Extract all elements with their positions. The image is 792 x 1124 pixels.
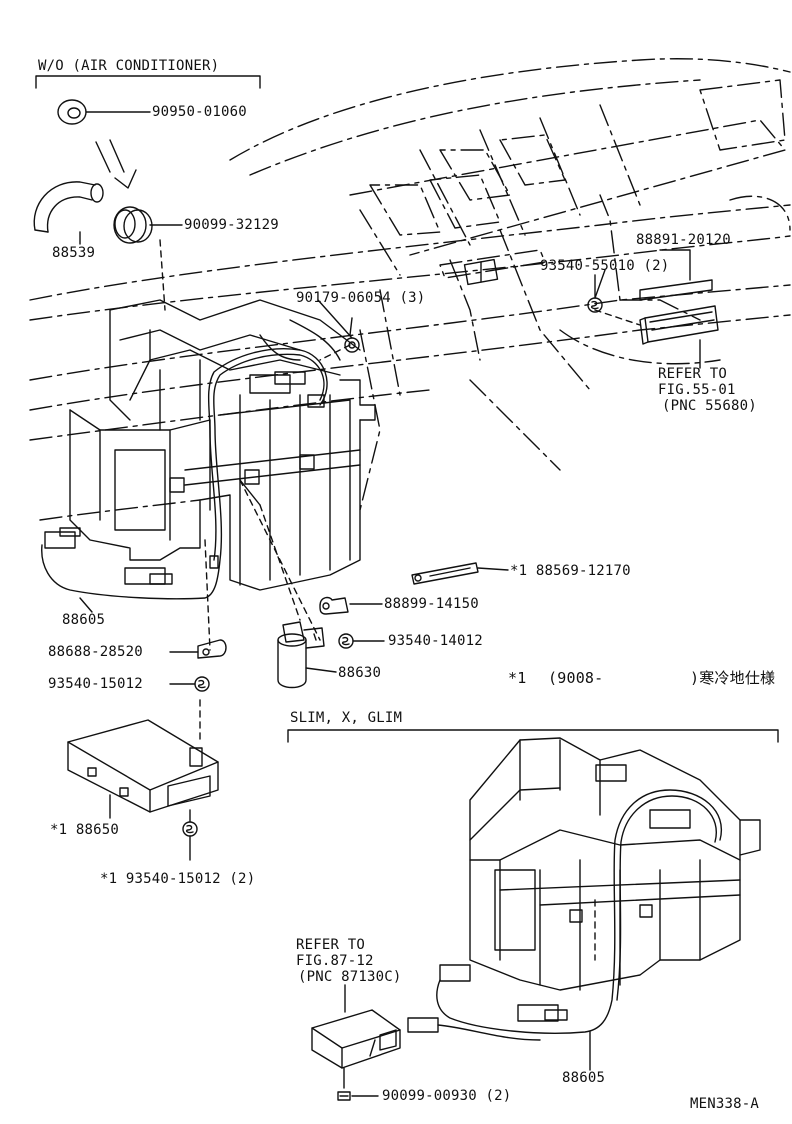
part-label-90950-01060: 90950-01060 [152,104,247,120]
part-label-90099-32129: 90099-32129 [184,217,279,233]
amplifier-88650 [67,719,219,819]
wire-harness-main [41,348,328,600]
clip-88899 [319,596,383,615]
part-label-88539: 88539 [52,245,96,261]
reference-fig55-line1: REFER TO [658,366,728,382]
leader-dashes [159,239,641,961]
part-label-88569-12170: *1 88569-12170 [510,563,631,579]
heater-unit-main [69,299,376,591]
heater-unit-slim [469,737,761,991]
part-label-88605-slim: 88605 [562,1070,606,1086]
part-label-93540-55010: 93540-55010 (2) [540,258,670,274]
panel-88891 [639,249,713,301]
section-label-slim: SLIM, X, GLIM [290,710,403,726]
clamp-88569 [411,562,509,585]
note-prefix: *1 [508,669,527,687]
reference-fig87-line2: FIG.87-12 [296,953,374,969]
reference-fig87-line3: (PNC 87130C) [298,969,402,985]
section-label-wo-ac: W/O (AIR CONDITIONER) [38,58,220,74]
control-panel-module [639,305,719,369]
section-bracket-wo-ac [35,75,261,89]
part-label-93540-15012: 93540-15012 [48,676,143,692]
wire-harness-slim [407,764,723,1071]
sensor-88630 [277,621,337,689]
part-label-90179-06054: 90179-06054 (3) [296,290,426,306]
note-date-range: (9008- [548,669,604,687]
part-label-88650: *1 88650 [50,822,120,838]
screw-93540-14012 [338,633,385,649]
part-label-88899-14150: 88899-14150 [384,596,479,612]
screw-93540-15012 [169,676,210,692]
part-label-90099-00930: 90099-00930 (2) [382,1088,512,1104]
bolt-90099-00930 [337,1067,379,1101]
part-label-88630: 88630 [338,665,382,681]
grommet-90099 [113,206,183,244]
ecu-module [311,984,401,1069]
plug-90950 [57,99,151,125]
part-label-88688-28520: 88688-28520 [48,644,143,660]
part-label-93540-14012: 93540-14012 [388,633,483,649]
part-label-93540-15012-x2: *1 93540-15012 (2) [100,871,256,887]
section-bracket-slim [287,729,779,743]
screw-93540-15012-x2 [182,809,198,861]
note-description: )寒冷地仕様 [690,669,776,687]
leader-lines [79,231,606,613]
direction-arrow [95,139,137,189]
reference-fig87-line1: REFER TO [296,937,366,953]
screw-93540-55010 [587,274,603,313]
hose-88539 [33,181,104,233]
part-label-88891-20120: 88891-20120 [636,232,731,248]
reference-fig55-line3: (PNC 55680) [662,398,757,414]
part-label-88605-main: 88605 [62,612,106,628]
bracket-88688 [169,639,227,659]
figure-code: MEN338-A [690,1096,760,1112]
reference-fig55-line2: FIG.55-01 [658,382,736,398]
center-vent [463,258,499,286]
